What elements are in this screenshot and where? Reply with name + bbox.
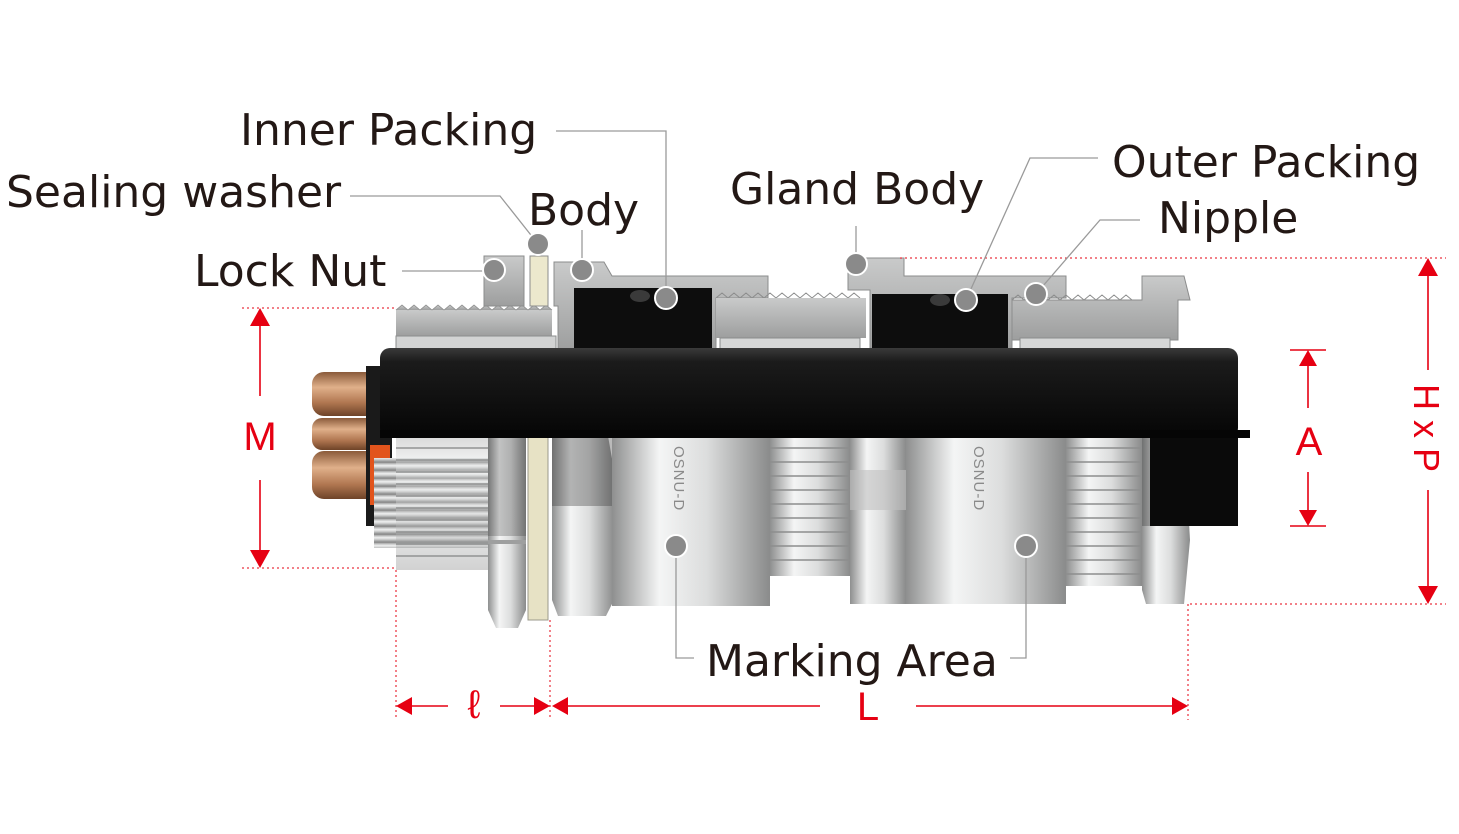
dim-l-small-label: ℓ [468,683,481,727]
callout-dot-icon [526,232,550,256]
label-sealing-washer: Sealing washer [6,167,342,218]
label-nipple: Nipple [1158,193,1298,244]
dimension-arrow-icon [250,550,270,568]
dimension-lines: M A H x P ℓ L [242,257,1447,729]
callout-dot-icon [570,258,594,282]
gland-assembly: OSNU-D OSNU-D [312,255,1250,628]
label-marking-area: Marking Area [706,636,998,687]
gland-body-lower [850,436,906,604]
callout-dot-icon [482,258,506,282]
dim-l-large-label: L [857,685,879,729]
callout-dot-icon [654,286,678,310]
marking-text-right: OSNU-D [970,446,987,511]
entry-thread-lower [374,436,508,570]
sealing-washer-lower [527,435,549,621]
cable [380,348,1238,438]
body-cylinder-lower: OSNU-D [612,436,770,606]
conductor-cores [312,366,392,526]
thread-middle-lower [770,436,850,576]
dim-a-label: A [1296,420,1323,464]
body-lower [552,436,614,616]
part-labels: Inner Packing Sealing washer Body Lock N… [6,105,1420,687]
callout-leaders [350,130,1140,659]
marking-text-left: OSNU-D [670,446,687,511]
label-inner-packing: Inner Packing [240,105,537,156]
callout-dot-icon [1024,282,1048,306]
dim-hxp-label: H x P [1406,384,1447,472]
label-gland-body: Gland Body [730,164,984,215]
section-upper [395,255,1191,353]
gland-cylinder-lower: OSNU-D [906,436,1066,604]
label-body: Body [528,185,639,236]
dimension-arrow-icon [396,697,412,715]
dimension-arrow-icon [534,697,550,715]
dimension-arrow-icon [1299,510,1317,526]
callout-dot-icon [664,534,688,558]
dimension-arrow-icon [1418,258,1438,276]
lock-nut-lower [488,436,526,628]
dimension-arrow-icon [552,697,568,715]
callout-dot-icon [844,252,868,276]
label-outer-packing: Outer Packing [1112,137,1420,188]
callout-dot-icon [1014,534,1038,558]
label-lock-nut: Lock Nut [194,246,386,297]
dimension-arrow-icon [1299,350,1317,366]
dim-m-label: M [243,415,276,459]
dimension-arrow-icon [1418,586,1438,604]
nipple-thread-lower [1066,436,1142,586]
inner-packing-section [574,288,712,352]
dimension-arrow-icon [1172,697,1188,715]
callout-dot-icon [954,288,978,312]
dimension-arrow-icon [250,308,270,326]
